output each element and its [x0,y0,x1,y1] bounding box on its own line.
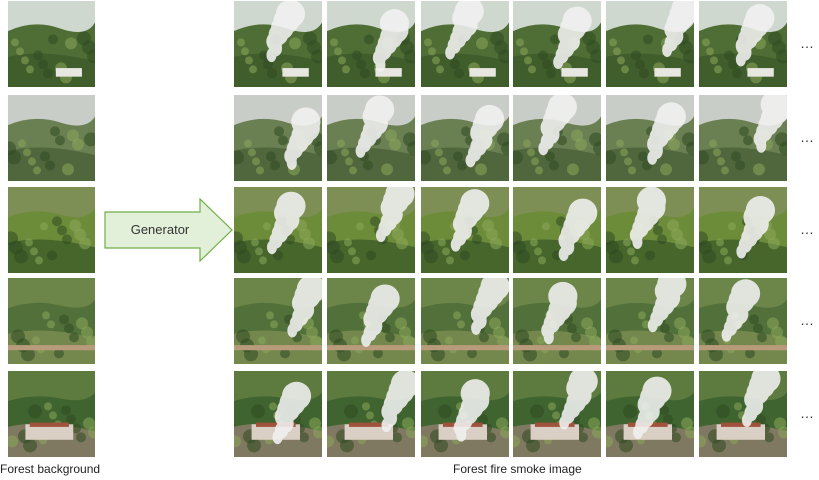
smoke-image-r4-c2 [327,278,415,364]
row-ellipsis-1: … [800,35,816,51]
smoke-image-r2-c4 [513,95,601,181]
forest-fire-smoke-caption: Forest fire smoke image [453,462,582,476]
row-ellipsis-2: … [800,129,816,145]
generator-label: Generator [130,222,190,237]
row-ellipsis-5: … [800,405,816,421]
forest-background-caption: Forest background [0,462,101,476]
smoke-image-r2-c1 [234,95,322,181]
background-image-row-steep-slope [8,187,95,273]
smoke-image-r5-c1 [234,371,322,457]
row-ellipsis-3: … [800,221,816,237]
smoke-image-r5-c4 [513,371,601,457]
background-image-row-village-road [8,278,95,364]
smoke-image-r2-c2 [327,95,415,181]
smoke-image-r1-c3 [421,1,509,87]
smoke-image-r1-c1 [234,1,322,87]
generator-arrow: Generator [104,197,234,263]
smoke-image-r3-c2 [327,187,415,273]
smoke-image-r5-c6 [699,371,787,457]
smoke-image-r5-c3 [421,371,509,457]
smoke-image-r3-c1 [234,187,322,273]
smoke-image-r4-c6 [699,278,787,364]
smoke-image-r3-c6 [699,187,787,273]
smoke-image-r4-c3 [421,278,509,364]
smoke-image-r2-c5 [606,95,694,181]
arrow-shape [104,197,233,263]
smoke-image-r4-c1 [234,278,322,364]
smoke-image-r3-c3 [421,187,509,273]
background-image-row-house-valley [8,1,95,87]
smoke-image-r1-c4 [513,1,601,87]
smoke-image-r4-c4 [513,278,601,364]
background-image-row-temple-hill [8,371,95,457]
smoke-image-r5-c2 [327,371,415,457]
smoke-image-r1-c2 [327,1,415,87]
smoke-image-r4-c5 [606,278,694,364]
smoke-image-r3-c5 [606,187,694,273]
smoke-image-r2-c3 [421,95,509,181]
smoke-image-r1-c6 [699,1,787,87]
row-ellipsis-4: … [800,312,816,328]
smoke-image-r5-c5 [606,371,694,457]
smoke-image-r3-c4 [513,187,601,273]
smoke-image-r1-c5 [606,1,694,87]
smoke-image-r2-c6 [699,95,787,181]
background-image-row-misty-ridge [8,95,95,181]
